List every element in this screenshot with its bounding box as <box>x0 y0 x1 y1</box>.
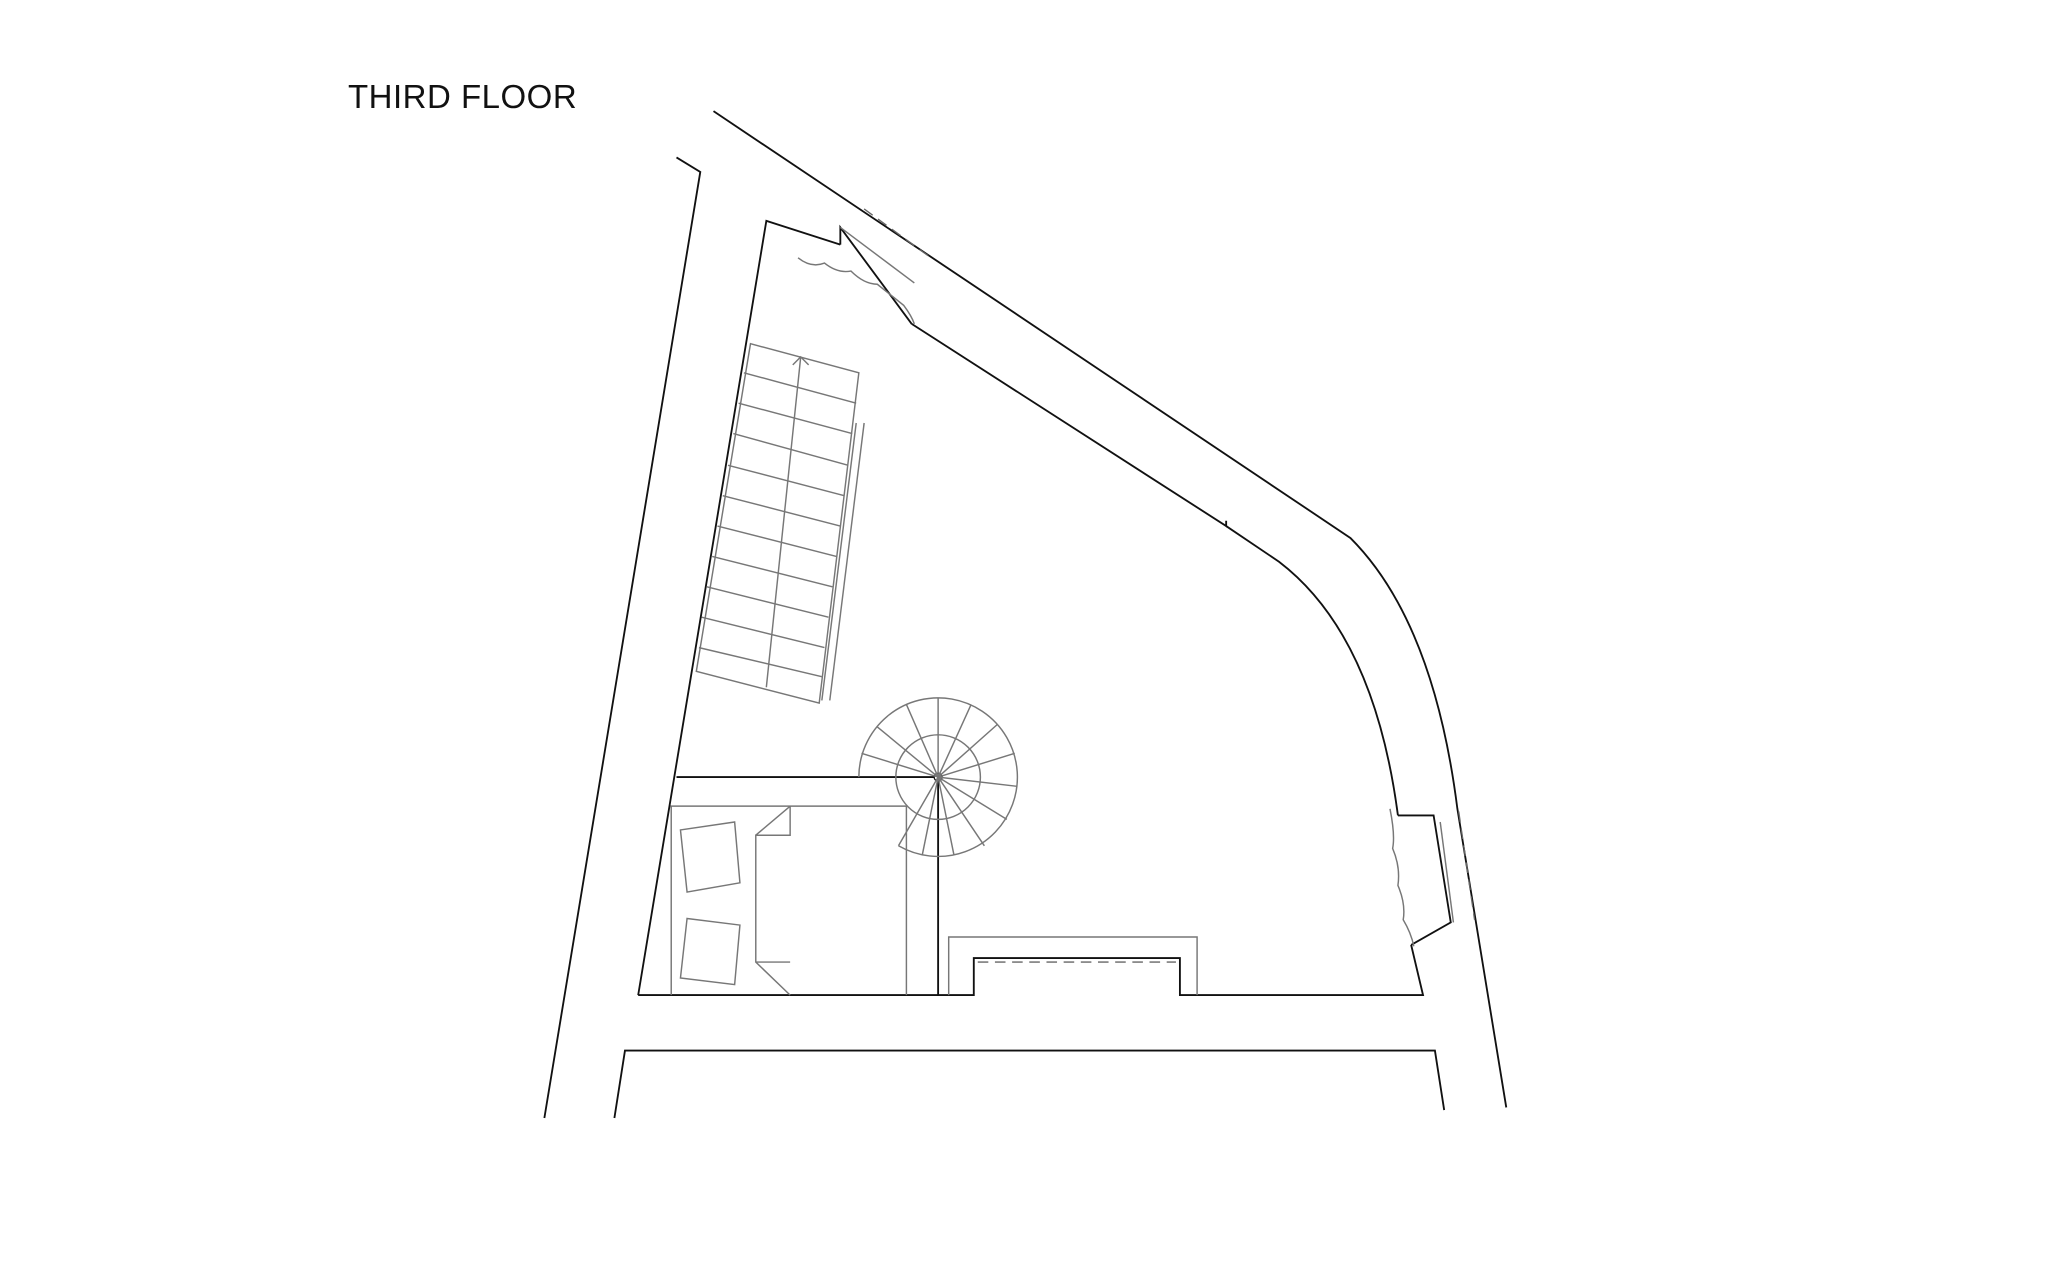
window-top <box>797 208 934 325</box>
bed <box>670 805 908 996</box>
counter <box>947 936 1198 996</box>
inner-walls <box>637 219 1425 997</box>
outer-walls <box>543 110 1508 1119</box>
pillow <box>679 917 741 986</box>
window-right <box>1389 808 1476 947</box>
straight-staircase <box>695 342 865 705</box>
pillow <box>679 821 741 893</box>
spiral-staircase <box>858 697 1019 858</box>
floor-plan-title: THIRD FLOOR <box>348 78 578 115</box>
